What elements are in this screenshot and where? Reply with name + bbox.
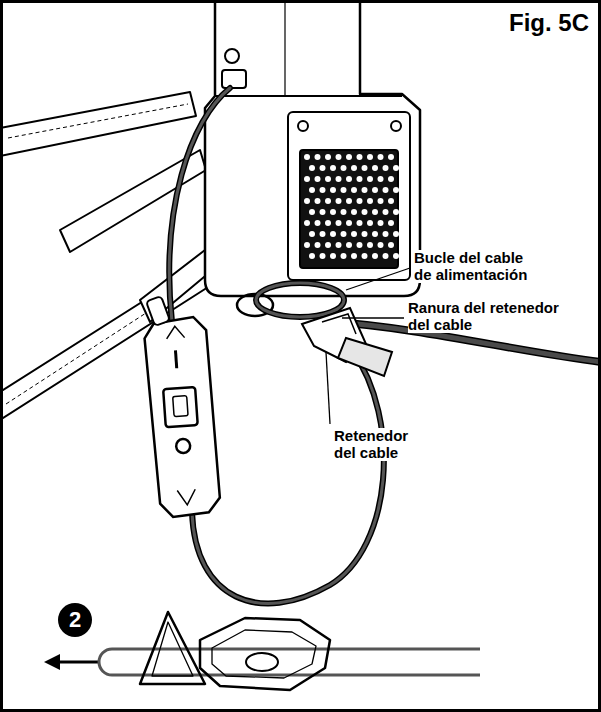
grille-hole: [372, 165, 378, 171]
grille-hole: [346, 198, 352, 204]
grille-hole: [367, 242, 373, 248]
grille-hole: [315, 176, 321, 182]
grille-hole: [309, 231, 315, 237]
grille-hole: [351, 231, 357, 237]
grille-hole: [372, 253, 378, 259]
grille-hole: [362, 187, 368, 193]
grille-hole: [309, 165, 315, 171]
grille-hole: [304, 154, 310, 160]
grille-hole: [330, 187, 336, 193]
grille-hole: [388, 198, 394, 204]
grille-hole: [346, 220, 352, 226]
grille-hole: [309, 187, 315, 193]
grille-hole: [357, 198, 363, 204]
grille-hole: [383, 231, 389, 237]
grille-hole: [393, 187, 399, 193]
grille-hole: [304, 198, 310, 204]
grille-hole: [309, 209, 315, 215]
grille-hole: [336, 242, 342, 248]
grille-hole: [320, 253, 326, 259]
grille-hole: [346, 176, 352, 182]
grille-hole: [315, 220, 321, 226]
grille-hole: [378, 176, 384, 182]
grille-hole: [388, 154, 394, 160]
grille-hole: [378, 220, 384, 226]
grille-hole: [336, 154, 342, 160]
grille-hole: [320, 187, 326, 193]
part-label: Retenedor del cable: [334, 428, 422, 461]
grille-hole: [336, 176, 342, 182]
grille-hole: [362, 231, 368, 237]
grille-hole: [351, 187, 357, 193]
grille-hole: [315, 242, 321, 248]
figure-title: Fig. 5C: [509, 10, 589, 36]
grille-hole: [362, 209, 368, 215]
grille-hole: [309, 253, 315, 259]
grille-hole: [393, 209, 399, 215]
grille-hole: [383, 187, 389, 193]
grille-hole: [325, 176, 331, 182]
grille-hole: [367, 154, 373, 160]
grille-hole: [378, 242, 384, 248]
grille-hole: [351, 165, 357, 171]
grille-hole: [341, 253, 347, 259]
grille-hole: [351, 209, 357, 215]
grille-hole: [320, 231, 326, 237]
grille-hole: [336, 198, 342, 204]
grille-hole: [357, 220, 363, 226]
grille-hole: [330, 209, 336, 215]
grille-hole: [372, 187, 378, 193]
grille-hole: [388, 176, 394, 182]
grille-hole: [372, 231, 378, 237]
grille-hole: [341, 165, 347, 171]
grille-hole: [383, 253, 389, 259]
grille-hole: [393, 253, 399, 259]
grille-hole: [362, 165, 368, 171]
grille-hole: [357, 176, 363, 182]
grille-hole: [341, 209, 347, 215]
grille-hole: [346, 242, 352, 248]
grille-hole: [362, 253, 368, 259]
grille-hole: [330, 231, 336, 237]
grille-hole: [346, 154, 352, 160]
grille-hole: [325, 154, 331, 160]
grille-hole: [336, 220, 342, 226]
grille-hole: [393, 231, 399, 237]
grille-hole: [357, 154, 363, 160]
grille-hole: [378, 154, 384, 160]
grille-hole: [341, 231, 347, 237]
grille-hole: [388, 220, 394, 226]
grille-hole: [315, 154, 321, 160]
grille-hole: [325, 242, 331, 248]
grille-hole: [330, 165, 336, 171]
grille-hole: [304, 242, 310, 248]
grille-hole: [372, 209, 378, 215]
grille-hole: [351, 253, 357, 259]
grille-hole: [304, 176, 310, 182]
grille-hole: [378, 198, 384, 204]
grille-hole: [341, 187, 347, 193]
grille-hole: [357, 242, 363, 248]
grille-hole: [320, 209, 326, 215]
grille-hole: [388, 242, 394, 248]
grille-hole: [383, 209, 389, 215]
part-label: Bucle del cable de alimentación: [414, 250, 536, 283]
grille-hole: [325, 220, 331, 226]
grille-hole: [367, 176, 373, 182]
grille-hole: [330, 253, 336, 259]
grille-hole: [320, 165, 326, 171]
grille-hole: [367, 220, 373, 226]
grille-hole: [325, 198, 331, 204]
grille-hole: [315, 198, 321, 204]
callout-number: 2: [69, 608, 81, 632]
grille-hole: [383, 165, 389, 171]
grille-hole: [393, 165, 399, 171]
grille-hole: [304, 220, 310, 226]
grille-hole: [367, 198, 373, 204]
part-label: Ranura del retenedor del cable: [408, 300, 574, 333]
